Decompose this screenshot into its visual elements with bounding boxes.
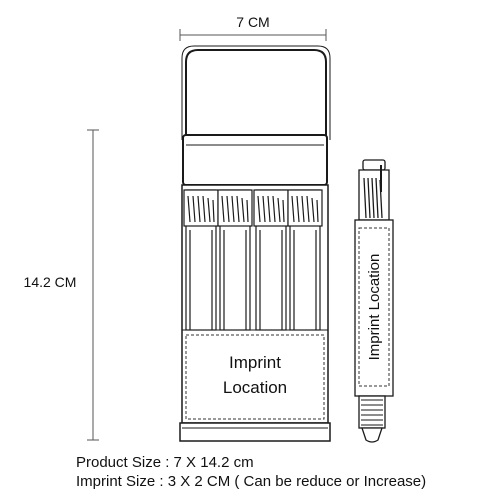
imprint-size-text: Imprint Size : 3 X 2 CM ( Can be reduce …	[76, 473, 427, 490]
case-imprint-line1: Imprint	[229, 353, 281, 372]
single-pen	[354, 159, 394, 443]
width-dimension	[179, 29, 327, 41]
case-imprint-line2: Location	[223, 378, 287, 397]
height-dimension	[87, 129, 99, 441]
pen-imprint-label: Imprint Location	[366, 254, 383, 361]
case-imprint-area	[185, 334, 325, 420]
case-pens	[183, 189, 323, 331]
pen-imprint-area	[358, 227, 390, 387]
width-label: 7 CM	[236, 14, 269, 30]
product-size-text: Product Size : 7 X 14.2 cm	[76, 454, 254, 471]
height-label: 14.2 CM	[24, 274, 77, 290]
